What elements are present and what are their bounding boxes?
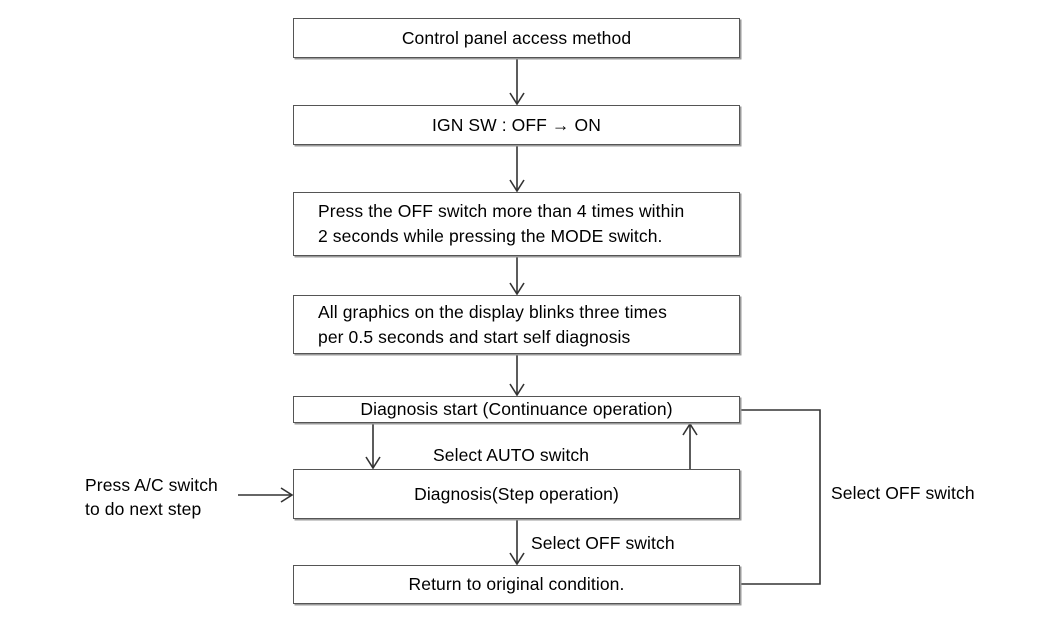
edge-label-select-off-switch-middle: Select OFF switch (531, 533, 675, 553)
node-label: Diagnosis(Step operation) (414, 483, 619, 504)
node-diagnosis-step[interactable]: Diagnosis(Step operation) (293, 469, 740, 519)
node-all-graphics-blink[interactable]: All graphics on the display blinks three… (293, 295, 740, 354)
annotation-press-ac-switch: Press A/C switch to do next step (85, 475, 218, 520)
node-press-off-switch[interactable]: Press the OFF switch more than 4 times w… (293, 192, 740, 256)
node-ign-sw[interactable]: IGN SW : OFF → ON (293, 105, 740, 145)
arrow-press-off-to-blink-icon (509, 256, 525, 296)
arrow-step-to-return-icon (509, 519, 525, 566)
node-label: Return to original condition. (408, 574, 625, 595)
arrow-step-to-diagnosis-start-icon (682, 422, 698, 469)
node-label: IGN SW : OFF → ON (432, 114, 601, 135)
node-diagnosis-start[interactable]: Diagnosis start (Continuance operation) (293, 396, 740, 423)
node-label: Diagnosis start (Continuance operation) (360, 399, 673, 420)
node-return-original[interactable]: Return to original condition. (293, 565, 740, 604)
arrow-diagnosis-start-to-step-icon (365, 423, 381, 470)
arrow-access-to-ign-icon (509, 58, 525, 106)
node-label: All graphics on the display blinks three… (318, 301, 667, 347)
node-control-panel-access-method[interactable]: Control panel access method (293, 18, 740, 58)
node-label: Control panel access method (401, 27, 632, 48)
arrow-blink-to-diagnosis-start-icon (509, 354, 525, 397)
node-label: Press the OFF switch more than 4 times w… (318, 201, 685, 246)
arrow-ign-to-press-off-icon (509, 145, 525, 193)
edge-label-select-off-switch-right: Select OFF switch (831, 483, 975, 503)
arrow-ac-switch-to-step-icon (238, 487, 294, 503)
edge-label-select-auto-switch: Select AUTO switch (433, 445, 590, 465)
